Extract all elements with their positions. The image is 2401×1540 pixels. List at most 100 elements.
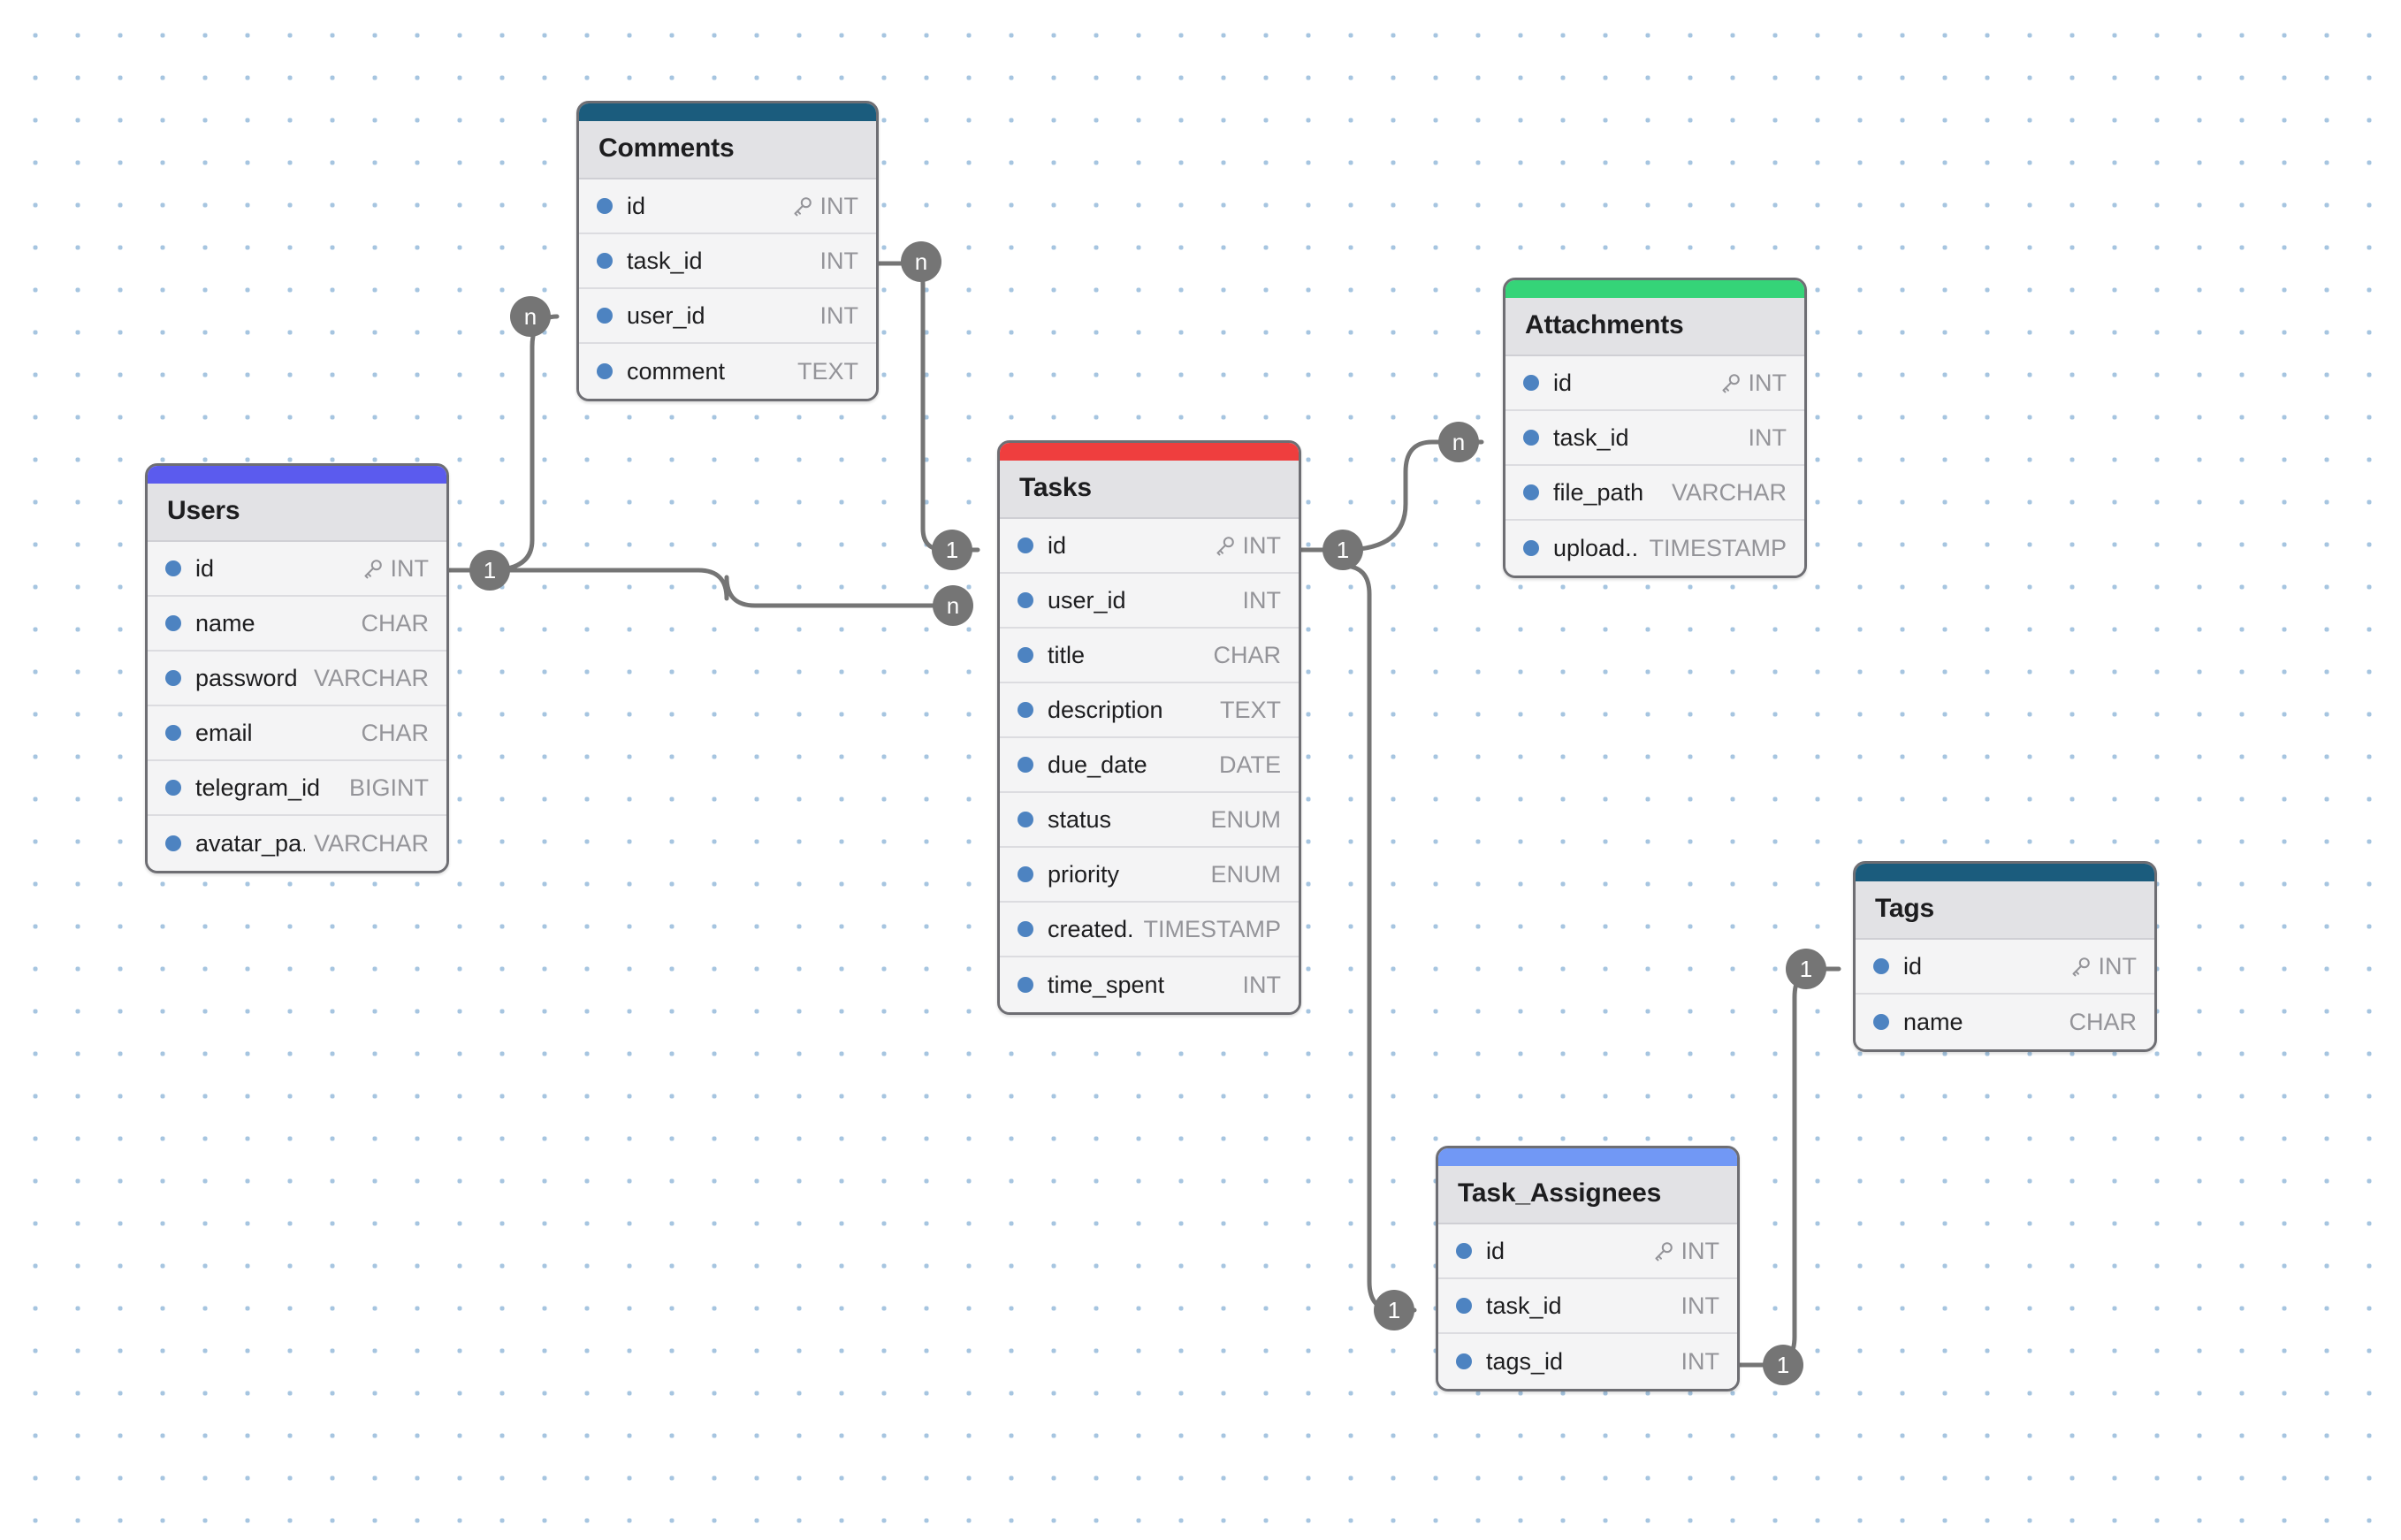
field-type-group: INT — [1243, 587, 1282, 614]
table-title: Tasks — [1019, 473, 1092, 502]
field-type-group: INT — [1214, 531, 1282, 560]
cardinality-badge[interactable]: n — [933, 585, 973, 626]
field-bullet-icon — [597, 308, 613, 324]
field-type-group: INT — [1681, 1292, 1720, 1320]
field-name: id — [1903, 952, 1923, 980]
field-type: CHAR — [2069, 1008, 2137, 1035]
cardinality-badge[interactable]: 1 — [932, 530, 972, 570]
field-bullet-icon — [165, 615, 181, 631]
field-name: tags_id — [1486, 1347, 1564, 1375]
table-header[interactable]: Tags — [1856, 881, 2154, 940]
field-bullet-icon — [1523, 540, 1539, 556]
field-type: DATE — [1218, 751, 1281, 778]
field-type-group: DATE — [1219, 751, 1281, 779]
field-type-group: INT — [1719, 370, 1787, 397]
table-header[interactable]: Users — [148, 484, 446, 542]
field-row[interactable]: id INT — [1000, 519, 1299, 574]
cardinality-badge[interactable]: 1 — [1322, 530, 1363, 570]
field-row[interactable]: name CHAR — [1856, 995, 2154, 1049]
field-name: description — [1048, 696, 1163, 723]
cardinality-badge[interactable]: 1 — [1374, 1290, 1414, 1330]
field-bullet-icon — [1523, 375, 1539, 391]
field-type-group: INT — [791, 193, 858, 220]
field-bullet-icon — [1018, 977, 1033, 993]
field-bullet-icon — [1018, 537, 1033, 553]
field-type: INT — [1681, 1237, 1720, 1264]
field-type: INT — [1748, 423, 1787, 451]
table-header[interactable]: Attachments — [1505, 298, 1804, 356]
field-bullet-icon — [597, 198, 613, 214]
field-type: INT — [1242, 971, 1282, 998]
table-header[interactable]: Tasks — [1000, 461, 1299, 519]
field-row[interactable]: avatar_pa...VARCHAR — [148, 816, 446, 871]
field-bullet-icon — [1018, 647, 1033, 663]
field-type-group: VARCHAR — [1672, 479, 1787, 507]
field-row[interactable]: tags_id INT — [1438, 1334, 1737, 1389]
cardinality-badge[interactable]: 1 — [1763, 1345, 1803, 1385]
field-type-group: INT — [820, 302, 859, 330]
field-type: INT — [390, 554, 430, 582]
field-type: ENUM — [1210, 860, 1282, 888]
field-row[interactable]: description TEXT — [1000, 683, 1299, 738]
field-bullet-icon — [597, 363, 613, 379]
field-name: id — [1048, 531, 1067, 559]
field-type-group: TEXT — [797, 358, 858, 385]
field-type: INT — [1242, 531, 1282, 559]
field-name: name — [1903, 1008, 1963, 1035]
cardinality-badge[interactable]: n — [1438, 422, 1479, 462]
cardinality-badge[interactable]: 1 — [1786, 949, 1826, 989]
field-row[interactable]: priority ENUM — [1000, 848, 1299, 903]
field-bullet-icon — [165, 670, 181, 686]
field-name: priority — [1048, 860, 1120, 888]
cardinality-badge[interactable]: n — [901, 241, 941, 282]
table-header[interactable]: Task_Assignees — [1438, 1166, 1737, 1224]
field-type: VARCHAR — [1671, 478, 1787, 506]
field-type-group: CHAR — [361, 720, 429, 747]
cardinality-badge[interactable]: n — [510, 296, 551, 337]
field-type: TEXT — [1219, 696, 1281, 723]
field-name: id — [1553, 369, 1573, 396]
table-accent-bar — [1856, 864, 2154, 881]
field-row[interactable]: id INT — [1505, 356, 1804, 411]
field-type: TEXT — [797, 357, 858, 385]
field-bullet-icon — [597, 253, 613, 269]
table-header[interactable]: Comments — [579, 121, 876, 179]
field-row[interactable]: upload...TIMESTAMP — [1505, 521, 1804, 576]
field-bullet-icon — [1018, 921, 1033, 937]
field-bullet-icon — [1456, 1243, 1472, 1259]
field-row[interactable]: created...TIMESTAMP — [1000, 903, 1299, 957]
key-icon — [791, 194, 814, 217]
field-type-group: INT — [1681, 1348, 1720, 1376]
field-type: CHAR — [361, 719, 429, 746]
field-bullet-icon — [1873, 958, 1889, 974]
table-accent-bar — [1000, 443, 1299, 461]
cardinality-badge[interactable]: 1 — [469, 550, 510, 591]
